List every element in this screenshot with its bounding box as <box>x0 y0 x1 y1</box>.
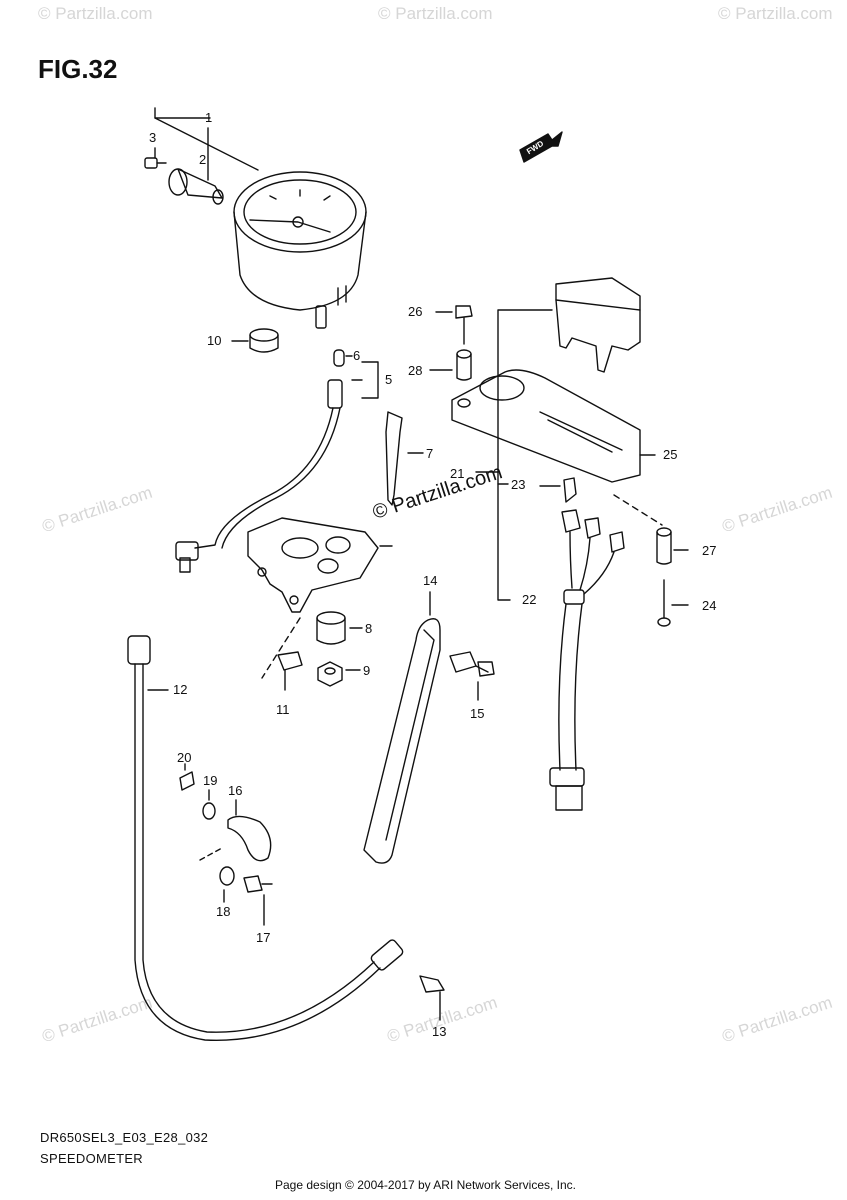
diagram-name: SPEEDOMETER <box>40 1151 143 1166</box>
callout-28: 28 <box>408 363 423 378</box>
callout-23: 23 <box>511 477 526 492</box>
callout-27: 27 <box>702 543 717 558</box>
bracket <box>247 517 393 613</box>
part-26-screw <box>435 305 473 345</box>
callout-11: 11 <box>276 702 290 717</box>
part-12-cable <box>127 635 404 1042</box>
watermark-top-right: © Partzilla.com <box>718 4 833 23</box>
part-14-strap <box>363 591 441 864</box>
callout-26: 26 <box>408 304 423 319</box>
part-10-cap <box>231 328 279 353</box>
callout-20: 20 <box>177 750 192 765</box>
part-7-cable-tie <box>385 411 424 506</box>
callout-15: 15 <box>470 706 485 721</box>
callout-1: 1 <box>205 110 213 125</box>
callout-17: 17 <box>256 930 271 945</box>
part-3-screw <box>144 157 167 169</box>
part-15-bolt <box>449 651 495 701</box>
callout-8: 8 <box>365 621 373 636</box>
part-16-20-clamp-set <box>179 763 273 926</box>
callout-14: 14 <box>423 573 438 588</box>
leader-group-21 <box>475 309 553 601</box>
callout-16: 16 <box>228 783 243 798</box>
part-2-knob <box>168 168 224 205</box>
page-credit: Page design © 2004-2017 by ARI Network S… <box>275 1178 577 1192</box>
part-24-screw <box>657 579 689 627</box>
callout-13: 13 <box>432 1024 447 1039</box>
part-8-spacer <box>316 611 363 645</box>
part-22-23-harness <box>539 477 625 811</box>
part-11-bolt <box>261 617 303 691</box>
callout-18: 18 <box>216 904 231 919</box>
callout-2: 2 <box>199 152 207 167</box>
figure-title: FIG.32 <box>38 54 118 84</box>
callout-10: 10 <box>207 333 222 348</box>
callout-21: 21 <box>450 466 465 481</box>
part-25-indicator-housing <box>451 277 663 526</box>
callout-5: 5 <box>385 372 393 387</box>
callout-24: 24 <box>702 598 717 613</box>
callout-6: 6 <box>353 348 361 363</box>
part-27-sleeve <box>656 527 689 565</box>
callout-12: 12 <box>173 682 188 697</box>
callout-7: 7 <box>426 446 434 461</box>
watermark-top-center: © Partzilla.com <box>378 4 493 23</box>
callout-25: 25 <box>663 447 678 462</box>
part-5-6-socket <box>175 349 379 573</box>
part-1-speedometer <box>233 171 367 329</box>
diagram-code: DR650SEL3_E03_E28_032 <box>40 1130 209 1145</box>
callout-3: 3 <box>149 130 157 145</box>
part-9-nut <box>317 661 361 687</box>
callout-22: 22 <box>522 592 537 607</box>
callout-19: 19 <box>203 773 218 788</box>
leader-group-1 <box>154 107 259 181</box>
fwd-arrow-icon <box>519 131 563 163</box>
part-13-screw <box>419 975 445 1021</box>
watermark-top-left: © Partzilla.com <box>38 4 153 23</box>
callout-9: 9 <box>363 663 371 678</box>
part-28-spacer <box>429 349 472 381</box>
